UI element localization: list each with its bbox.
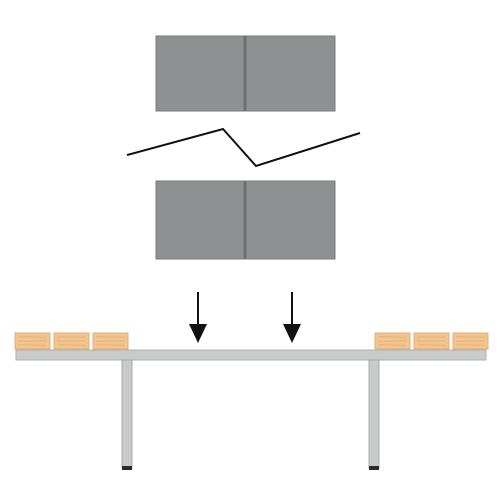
left-wood-blocks [14, 332, 129, 350]
wood-block-icon [452, 332, 489, 350]
wood-grain-line [95, 336, 126, 338]
table-foot-right [369, 466, 379, 470]
right-wood-blocks [374, 332, 489, 350]
wood-grain-line [17, 336, 48, 338]
wood-grain-line [455, 340, 486, 342]
wood-grain-line [377, 336, 408, 338]
wood-grain-line [416, 344, 447, 346]
wood-block-icon [374, 332, 411, 350]
wood-grain-line [416, 340, 447, 342]
wood-grain-line [17, 344, 48, 346]
wood-grain-line [416, 336, 447, 338]
wood-grain-line [56, 344, 87, 346]
wood-grain-line [17, 340, 48, 342]
table-foot-left [122, 466, 132, 470]
wood-grain-line [56, 336, 87, 338]
wood-grain-line [95, 340, 126, 342]
table-leg-right [368, 359, 380, 469]
wood-grain-line [455, 344, 486, 346]
wood-grain-line [95, 344, 126, 346]
wood-block-icon [92, 332, 129, 350]
arrow-right-head [283, 324, 301, 343]
table-leg-left [121, 359, 133, 469]
wood-block-icon [413, 332, 450, 350]
upper-panel [155, 35, 336, 112]
arrow-left-head [189, 324, 207, 343]
lower-panel-left-section [155, 180, 246, 260]
wood-block-icon [14, 332, 51, 350]
wood-grain-line [56, 340, 87, 342]
break-line-icon [126, 127, 361, 168]
upper-panel-right-section [244, 35, 336, 112]
wood-grain-line [377, 344, 408, 346]
lower-panel [155, 180, 336, 260]
upper-panel-left-section [155, 35, 246, 112]
down-arrow-icon [283, 292, 301, 343]
table-icon [15, 349, 487, 470]
wood-grain-line [377, 340, 408, 342]
lower-panel-right-section [244, 180, 336, 260]
wood-block-icon [53, 332, 90, 350]
wood-grain-line [455, 336, 486, 338]
down-arrow-icon [189, 292, 207, 343]
table-top [15, 349, 487, 361]
